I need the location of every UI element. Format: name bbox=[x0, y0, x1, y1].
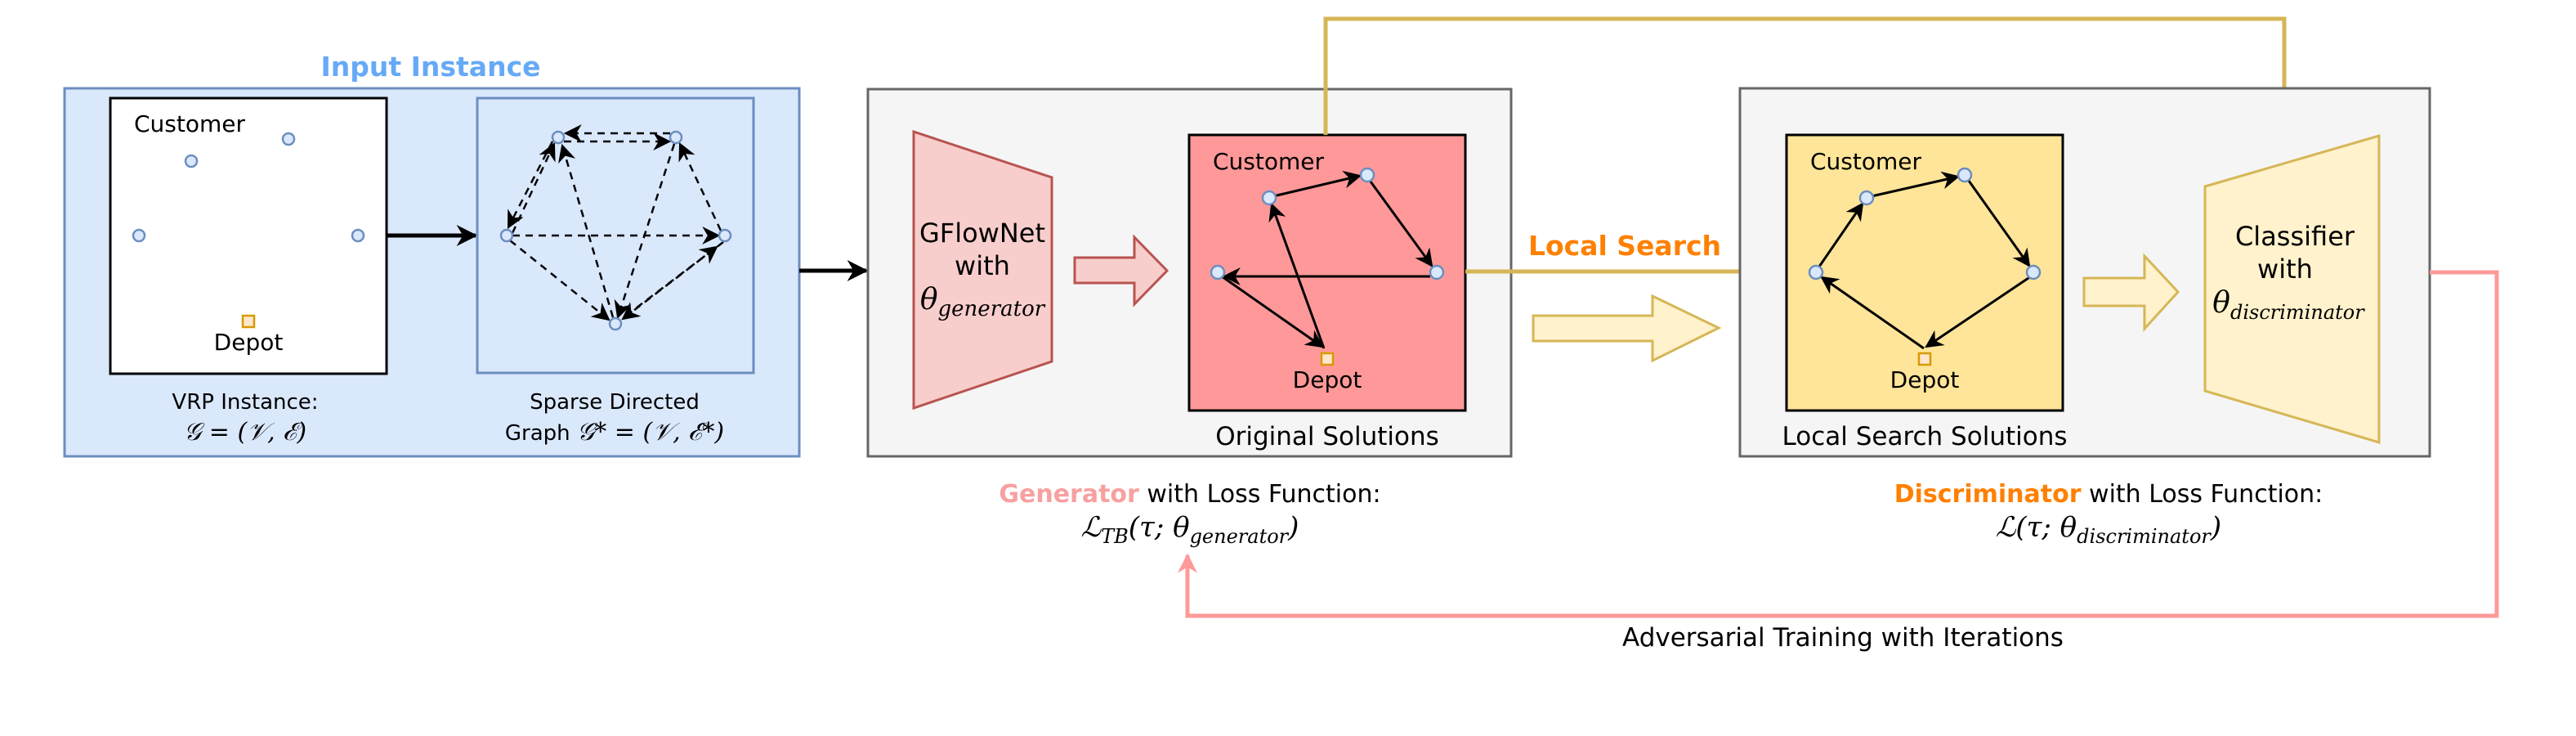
original-solutions-caption: Original Solutions bbox=[1215, 422, 1439, 451]
depot-node bbox=[1320, 352, 1335, 366]
gflownet-model-shape bbox=[912, 129, 1053, 411]
sparse-edge bbox=[614, 143, 676, 320]
graph-node bbox=[718, 228, 732, 243]
generator-loss-title: Generator with Loss Function: bbox=[999, 480, 1380, 509]
sparse-edge bbox=[625, 245, 718, 316]
customer-node bbox=[2025, 264, 2042, 280]
route-edge bbox=[1221, 275, 1324, 348]
theta-symbol: θ bbox=[2212, 286, 2230, 320]
discriminator-loss-title: Discriminator with Loss Function: bbox=[1894, 480, 2323, 509]
route-edge bbox=[1268, 202, 1326, 349]
loss-symbol: ℒ bbox=[1081, 511, 1102, 544]
route-edge bbox=[1871, 171, 1961, 198]
loss-theta-subscript: generator bbox=[1190, 525, 1290, 548]
vrp-caption-math: 𝒢 = (𝒱, ℰ) bbox=[184, 418, 306, 447]
input-instance-title: Input Instance bbox=[320, 51, 540, 83]
loss-subscript: TB bbox=[1101, 525, 1129, 548]
route-edge bbox=[1967, 180, 2031, 267]
customer-node bbox=[1210, 264, 1226, 280]
route-edge bbox=[1369, 181, 1433, 267]
generator-highlight: Generator bbox=[999, 480, 1139, 509]
vrp-instance-panel: Customer Depot bbox=[109, 96, 388, 375]
theta-subscript: generator bbox=[938, 297, 1046, 321]
local-search-solutions-panel: Customer Depot bbox=[1785, 133, 2064, 412]
route-edge bbox=[1818, 202, 1864, 267]
customer-node bbox=[1808, 264, 1824, 280]
customer-node bbox=[281, 132, 296, 146]
graph-node bbox=[669, 130, 683, 145]
generator-loss-formula: ℒTB(τ; θgenerator) bbox=[1081, 511, 1299, 548]
customer-label: Customer bbox=[1213, 148, 1324, 175]
customer-node bbox=[1957, 167, 1973, 183]
sparse-edge bbox=[507, 141, 554, 229]
theta-symbol: θ bbox=[920, 283, 938, 316]
route-edge bbox=[1820, 276, 1925, 350]
depot-node bbox=[1917, 352, 1932, 366]
graph-node bbox=[608, 316, 623, 331]
graph-node bbox=[551, 130, 566, 145]
theta-subscript: discriminator bbox=[2230, 301, 2365, 324]
customer-node bbox=[132, 228, 146, 243]
discriminator-loss-formula: ℒ(τ; θdiscriminator) bbox=[1996, 511, 2221, 548]
adversarial-training-label: Adversarial Training with Iterations bbox=[1622, 623, 2064, 653]
route-edge bbox=[1272, 170, 1362, 198]
sparse-caption-prefix: Graph bbox=[505, 421, 577, 446]
loss-theta-subscript: discriminator bbox=[2077, 525, 2212, 548]
customer-node bbox=[184, 154, 199, 168]
loss-close: ) bbox=[1287, 511, 1299, 544]
gflownet-with-label: with bbox=[955, 250, 1010, 281]
sparse-caption-math: 𝒢* = (𝒱, ℰ*) bbox=[577, 418, 724, 447]
depot-label: Depot bbox=[1890, 366, 1960, 393]
generator-loss-text: with Loss Function: bbox=[1139, 480, 1381, 509]
sparse-edge bbox=[678, 142, 722, 231]
customer-node bbox=[1858, 190, 1875, 206]
classifier-with-label: with bbox=[2257, 254, 2313, 285]
sparse-caption-line2: Graph 𝒢* = (𝒱, ℰ*) bbox=[505, 418, 724, 447]
customer-node bbox=[1429, 264, 1445, 280]
graph-node bbox=[499, 228, 514, 243]
customer-label: Customer bbox=[1810, 148, 1921, 175]
classifier-model-shape bbox=[2203, 134, 2381, 445]
adversarial-feedback-connector bbox=[1178, 270, 2499, 618]
discriminator-block-arrow bbox=[2082, 253, 2180, 332]
sparse-edge bbox=[558, 143, 615, 318]
gflownet-theta: θgenerator bbox=[920, 283, 1046, 321]
classifier-label: Classifier bbox=[2235, 221, 2355, 252]
loss-args: (τ; θ bbox=[1129, 511, 1190, 544]
local-search-solutions-caption: Local Search Solutions bbox=[1782, 422, 2068, 451]
original-solutions-panel: Customer Depot bbox=[1187, 133, 1467, 412]
customer-label: Customer bbox=[134, 110, 245, 137]
generator-block-arrow bbox=[1073, 234, 1169, 307]
discriminator-highlight: Discriminator bbox=[1894, 480, 2082, 509]
customer-node bbox=[1359, 167, 1375, 183]
sparse-edge bbox=[509, 240, 610, 321]
route-edge bbox=[1925, 275, 2032, 348]
discriminator-loss-text: with Loss Function: bbox=[2082, 480, 2323, 509]
sparse-caption: Sparse Directed bbox=[530, 390, 700, 415]
loss-args: ℒ(τ; θ bbox=[1996, 511, 2077, 544]
customer-node bbox=[1261, 190, 1277, 206]
depot-label: Depot bbox=[1293, 366, 1362, 393]
loss-close: ) bbox=[2210, 511, 2221, 544]
customer-node bbox=[351, 228, 365, 243]
local-search-label: Local Search bbox=[1528, 230, 1721, 262]
classifier-theta: θdiscriminator bbox=[2212, 286, 2365, 324]
vrp-caption: VRP Instance: bbox=[172, 390, 318, 415]
depot-node bbox=[241, 314, 256, 329]
gflownet-label: GFlowNet bbox=[919, 218, 1045, 249]
sparse-graph-panel bbox=[476, 96, 755, 375]
depot-label: Depot bbox=[214, 329, 284, 356]
local-search-block-arrow bbox=[1532, 294, 1722, 363]
